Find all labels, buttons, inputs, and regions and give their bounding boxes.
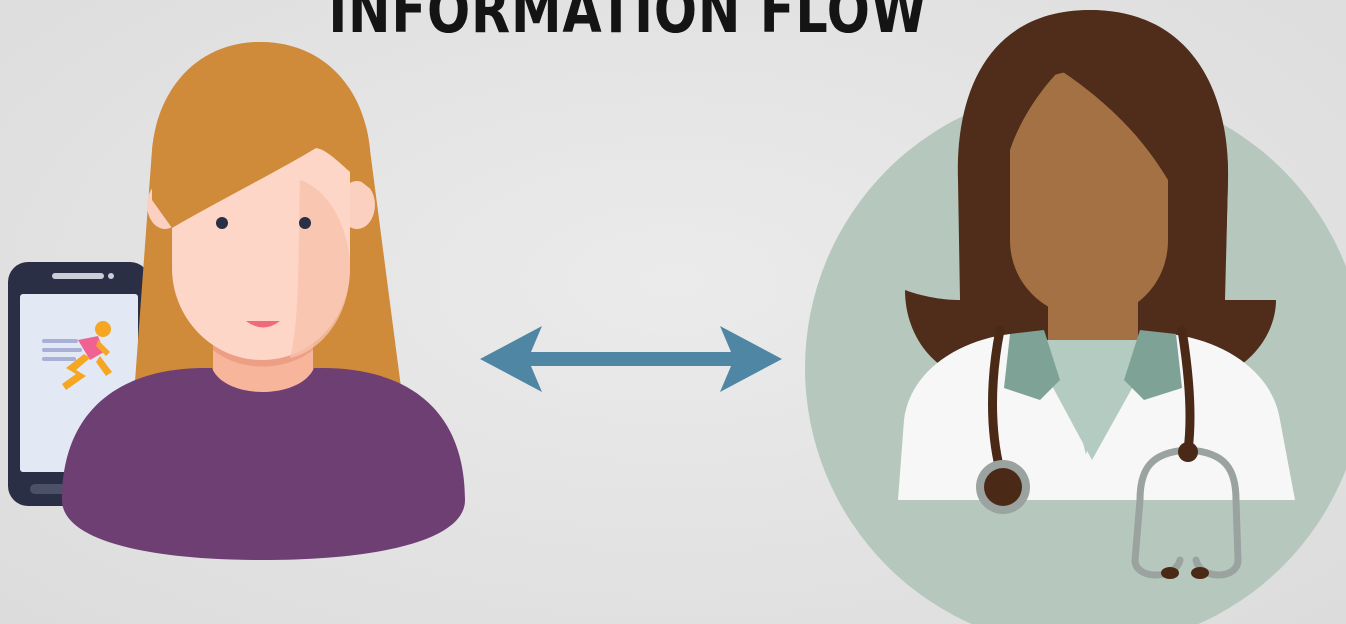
doctor-with-stethoscope-icon	[805, 10, 1346, 624]
double-headed-arrow-icon	[480, 326, 782, 392]
